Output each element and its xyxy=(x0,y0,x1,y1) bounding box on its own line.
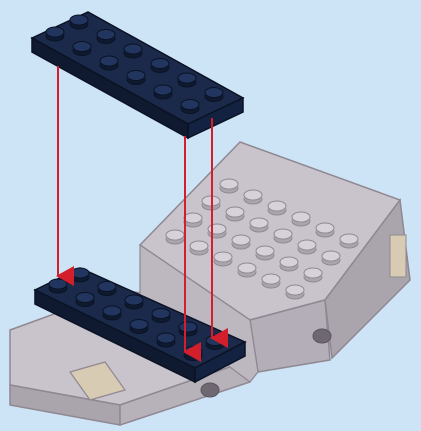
new-plate-stud xyxy=(97,30,115,40)
placed-plate-stud xyxy=(76,293,94,303)
base-stud xyxy=(214,252,232,262)
base-stud xyxy=(292,212,310,222)
base-stud xyxy=(184,213,202,223)
base-stud xyxy=(208,224,226,234)
new-plate-stud xyxy=(46,27,64,37)
new-plate-stud xyxy=(205,88,223,98)
placed-plate-stud xyxy=(49,279,67,289)
base-stud xyxy=(274,229,292,239)
base-stud xyxy=(280,257,298,267)
base-stud xyxy=(220,179,238,189)
grille xyxy=(390,235,406,277)
placed-plate-stud xyxy=(179,322,197,332)
placed-plate-stud xyxy=(157,333,175,343)
base-stud xyxy=(232,235,250,245)
new-plate-stud xyxy=(178,73,196,83)
new-plate-stud xyxy=(73,42,91,52)
placed-plate-stud xyxy=(98,282,116,292)
base-stud xyxy=(166,230,184,240)
placed-plate-stud xyxy=(206,336,224,346)
base-stud xyxy=(304,268,322,278)
new-plate-stud xyxy=(124,44,142,54)
placed-plate-stud xyxy=(184,347,202,357)
wheel-front xyxy=(201,383,219,397)
wheel-arch xyxy=(313,329,331,343)
base-stud xyxy=(256,246,274,256)
base-stud xyxy=(322,251,340,261)
base-stud xyxy=(226,207,244,217)
placed-plate-stud xyxy=(130,320,148,330)
new-plate-stud xyxy=(151,59,169,69)
placed-plate-stud xyxy=(71,268,89,278)
base-stud xyxy=(190,241,208,251)
base-stud xyxy=(316,223,334,233)
placed-plate-stud xyxy=(103,306,121,316)
new-plate-stud xyxy=(154,85,172,95)
base-stud xyxy=(340,234,358,244)
new-plate-stud xyxy=(127,71,145,81)
base-stud xyxy=(298,240,316,250)
placed-plate-stud xyxy=(125,295,143,305)
base-stud xyxy=(250,218,268,228)
base-stud xyxy=(286,285,304,295)
new-plate-stud xyxy=(181,100,199,110)
new-plate-stud xyxy=(70,15,88,25)
base-stud xyxy=(262,274,280,284)
base-stud xyxy=(244,190,262,200)
base-stud xyxy=(268,201,286,211)
base-stud xyxy=(238,263,256,273)
new-plate-stud xyxy=(100,56,118,66)
placed-plate-stud xyxy=(152,309,170,319)
